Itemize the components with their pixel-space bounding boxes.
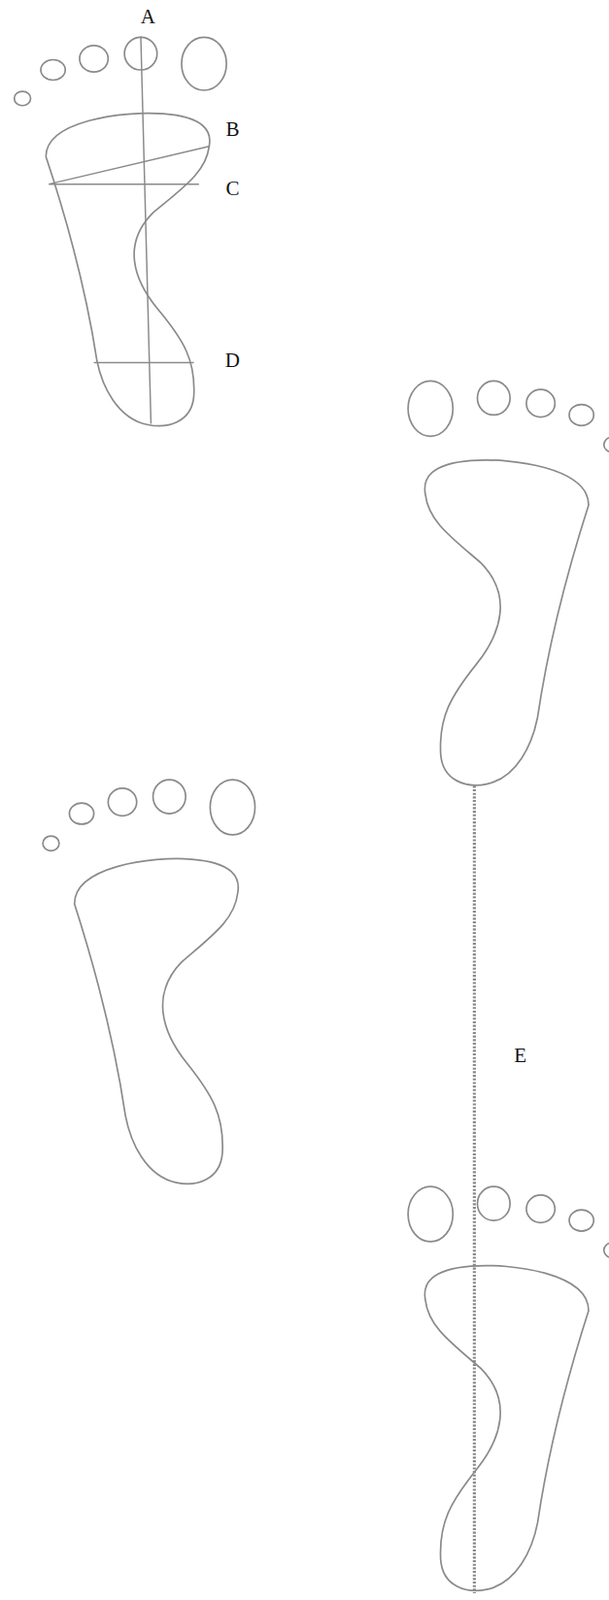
right-footprint-lower bbox=[407, 1186, 609, 1591]
point-label: B bbox=[225, 119, 239, 140]
point-label: D bbox=[225, 349, 240, 371]
point-label: C bbox=[225, 178, 239, 200]
left-footprint bbox=[42, 779, 255, 1185]
point-label: E bbox=[513, 1046, 527, 1067]
point-label: A bbox=[140, 5, 156, 27]
measured-footprint bbox=[14, 35, 227, 426]
stride-line bbox=[473, 785, 476, 1594]
right-footprint-upper bbox=[407, 380, 609, 785]
